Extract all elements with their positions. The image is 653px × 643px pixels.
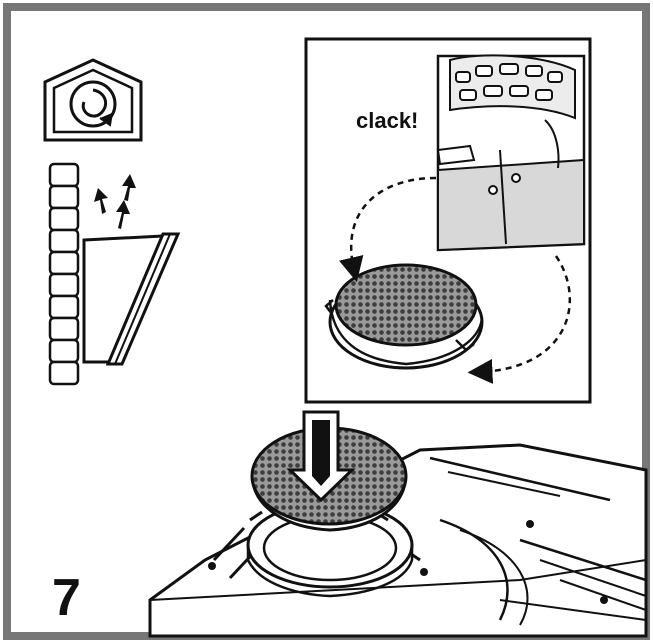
brick-wall: [48, 162, 80, 386]
carbon-filter-icon: [324, 263, 484, 370]
arrow-down-shading: [312, 420, 330, 486]
wall-mounted-hood-icon: [48, 162, 181, 386]
step-number: 7: [52, 569, 81, 627]
dashed-arrow-return: [467, 255, 571, 384]
hood-housing-detail: [436, 54, 586, 252]
dashed-arrow-to-filter: [338, 176, 437, 283]
airflow-arrows-icon: [94, 174, 136, 229]
recirculation-mode-icon: [43, 58, 143, 142]
clack-callout: clack!: [356, 108, 419, 133]
